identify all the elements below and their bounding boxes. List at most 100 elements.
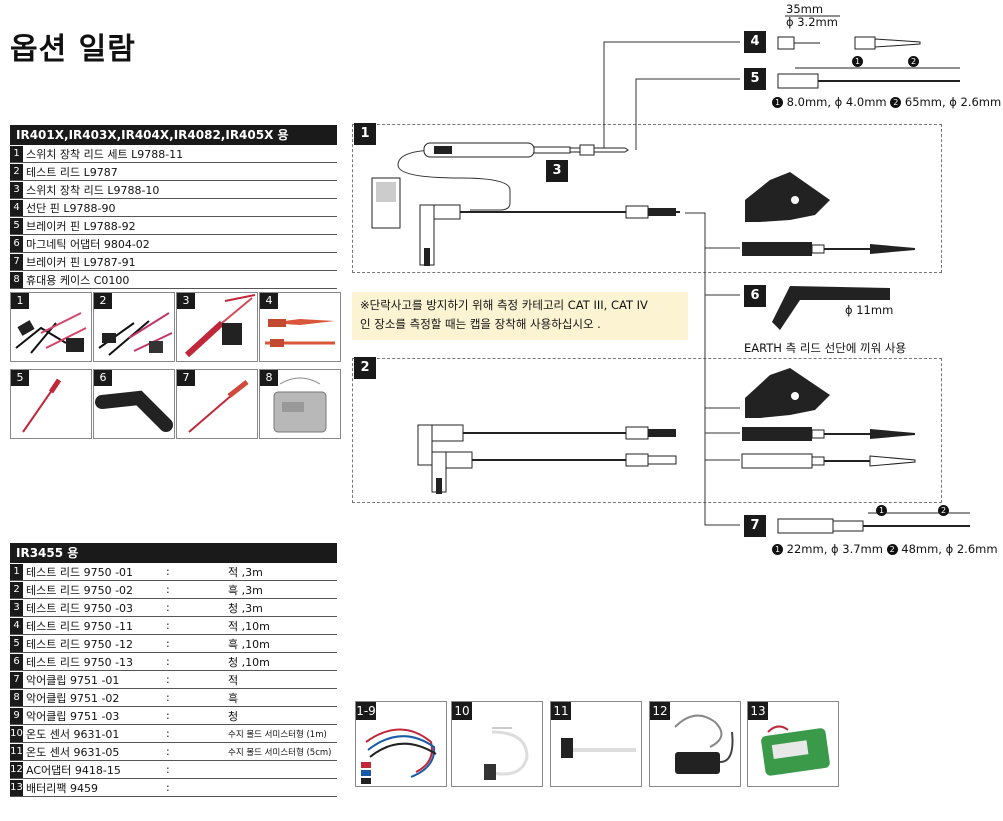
item-name: 테스트 리드 L9787 — [26, 165, 118, 179]
earth-note: EARTH 측 리드 선단에 끼워 사용 — [744, 341, 907, 355]
item-spec: 청 ,10m — [228, 655, 270, 669]
item-name: 악어클립 9751 -03 — [26, 709, 120, 723]
separator: : — [166, 619, 170, 632]
thumb-number: 6 — [94, 370, 112, 386]
separator: : — [166, 691, 170, 704]
callout-3: 3 — [546, 160, 568, 182]
item-name: 테스트 리드 9750 -01 — [26, 565, 134, 579]
separator: : — [166, 565, 170, 578]
item-spec: 청 ,3m — [228, 601, 263, 615]
row-number: 12 — [10, 761, 23, 778]
row-number: 8 — [10, 271, 23, 288]
thumb-number: 12 — [650, 702, 670, 720]
row-number: 4 — [10, 617, 23, 634]
item-spec: 적 — [228, 673, 239, 687]
marker-c1: 1 — [876, 503, 887, 517]
thumb-breaker-pin: 5 — [10, 369, 92, 439]
thumb-number: 8 — [260, 370, 278, 386]
row-number: 3 — [10, 599, 23, 616]
item-name: 배터리팩 9459 — [26, 781, 98, 795]
safety-note: ※단락사고를 방지하기 위해 측정 카테고리 CAT III, CAT IV 인… — [352, 292, 688, 340]
callout-7: 7 — [744, 515, 766, 537]
separator: : — [166, 763, 170, 776]
row-number: 2 — [10, 581, 23, 598]
item-name: 테스트 리드 9750 -12 — [26, 637, 134, 651]
item-spec: 적 ,3m — [228, 565, 263, 579]
separator: : — [166, 727, 170, 740]
item-name: 테스트 리드 9750 -03 — [26, 601, 134, 615]
separator: : — [166, 655, 170, 668]
separator: : — [166, 601, 170, 614]
item-name: AC어댑터 9418-15 — [26, 763, 121, 777]
row-number: 3 — [10, 181, 23, 198]
thumb-tip-pin: 4 — [259, 292, 341, 362]
row-number: 1 — [10, 563, 23, 580]
row-number: 8 — [10, 689, 23, 706]
table-header: IR401X,IR403X,IR404X,IR4082,IR405X 용 — [10, 125, 337, 145]
thumb-lead-set: 1 — [10, 292, 92, 362]
thumb-battery-pack: 13 — [747, 701, 839, 787]
item-name: 테스트 리드 9750 -11 — [26, 619, 134, 633]
item-spec: 흑 ,10m — [228, 637, 270, 651]
note-line: 인 장소를 측정할 때는 캡을 장착해 사용하십시오 . — [360, 317, 601, 331]
marker-c2: 2 — [938, 503, 949, 517]
dim-diameter-4: ϕ 3.2mm — [786, 15, 838, 29]
magnetic-adapter-dia: ϕ 11mm — [845, 303, 894, 317]
marker-c2: 2 — [908, 54, 919, 68]
separator: : — [166, 673, 170, 686]
row-number: 11 — [10, 743, 23, 760]
callout-6: 6 — [744, 285, 766, 307]
thumb-number: 7 — [177, 370, 195, 386]
item-name: 선단 핀 L9788-90 — [26, 201, 116, 215]
thumb-magnetic-adapter: 6 — [93, 369, 175, 439]
thumb-switch-lead: 3 — [176, 292, 258, 362]
thumb-test-lead: 2 — [93, 292, 175, 362]
kit-2-outline — [352, 358, 942, 503]
separator: : — [166, 583, 170, 596]
callout-2: 2 — [354, 357, 376, 379]
item-name: 악어클립 9751 -02 — [26, 691, 120, 705]
item-spec: 수지 몰드 서미스터형 (5cm) — [228, 747, 332, 758]
item-name: 테스트 리드 9750 -02 — [26, 583, 134, 597]
row-number: 2 — [10, 163, 23, 180]
item-name: 스위치 장착 리드 세트 L9788-11 — [26, 147, 184, 161]
item-name: 스위치 장착 리드 L9788-10 — [26, 183, 160, 197]
thumb-temp-sensor-1m: 10 — [451, 701, 543, 787]
pin7-dims: 1 22mm, ϕ 3.7mm 2 48mm, ϕ 2.6mm — [772, 542, 998, 556]
thumb-number: 1-9 — [356, 702, 376, 720]
thumb-carrying-case: 8 — [259, 369, 341, 439]
separator: : — [166, 637, 170, 650]
thumb-ac-adapter: 12 — [649, 701, 741, 787]
item-name: 온도 센서 9631-05 — [26, 745, 120, 759]
row-number: 6 — [10, 653, 23, 670]
item-name: 마그네틱 어댑터 9804-02 — [26, 237, 150, 251]
thumb-number: 4 — [260, 293, 278, 309]
row-number: 6 — [10, 235, 23, 252]
callout-1: 1 — [354, 123, 376, 145]
item-spec: 청 — [228, 709, 239, 723]
kit-1-outline — [352, 124, 942, 273]
separator: : — [166, 745, 170, 758]
row-number: 10 — [10, 725, 23, 742]
dim-length-4: 35mm — [786, 2, 824, 16]
item-name: 악어클립 9751 -01 — [26, 673, 120, 687]
row-number: 5 — [10, 635, 23, 652]
row-number: 1 — [10, 145, 23, 162]
row-number: 7 — [10, 671, 23, 688]
